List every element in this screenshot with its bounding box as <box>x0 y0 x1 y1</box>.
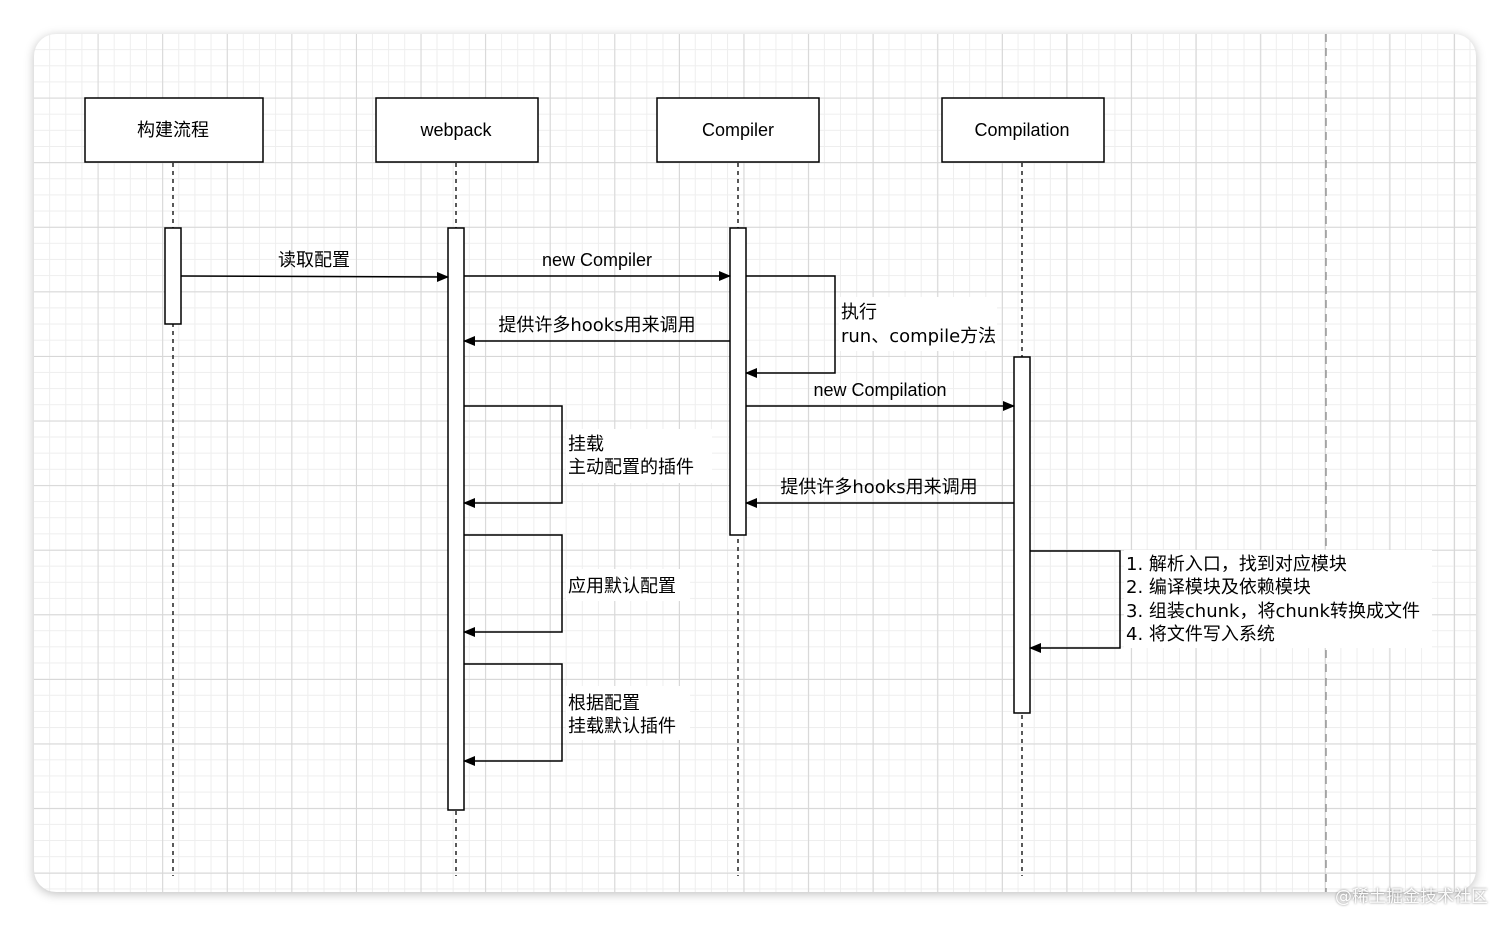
label-step-1: 1. 解析入口，找到对应模块 <box>1126 554 1347 575</box>
participant-label-build-process: 构建流程 <box>137 120 209 141</box>
arrow-self-apply-default <box>463 534 563 637</box>
activation-compiler <box>729 227 747 536</box>
label-bg-exec <box>839 297 997 351</box>
label-provide-hooks-1: 提供许多hooks用来调用 <box>498 315 695 336</box>
label-mount-line2: 主动配置的插件 <box>568 457 694 478</box>
label-mount-line1: 挂载 <box>568 434 604 455</box>
label-step-4: 4. 将文件写入系统 <box>1126 624 1275 645</box>
arrow-read-config <box>180 271 449 282</box>
participant-label-compiler: Compiler <box>702 120 774 140</box>
arrow-self-steps <box>1029 550 1121 653</box>
label-bg-steps <box>1124 550 1432 648</box>
label-new-compiler: new Compiler <box>542 250 652 270</box>
label-new-compilation: new Compilation <box>813 380 946 400</box>
label-default-plugins-line1: 根据配置 <box>568 693 640 714</box>
label-step-2: 2. 编译模块及依赖模块 <box>1126 577 1311 598</box>
participant-box-build-process <box>84 97 264 163</box>
participant-box-compilation <box>941 97 1105 163</box>
arrow-self-exec <box>745 275 836 378</box>
label-default-plugins-line2: 挂载默认插件 <box>568 716 676 737</box>
participant-label-compilation: Compilation <box>974 120 1069 140</box>
label-provide-hooks-2: 提供许多hooks用来调用 <box>780 477 977 498</box>
label-exec-line1: 执行 <box>841 302 877 323</box>
diagram-canvas: 构建流程 webpack Compiler Compilation 读取配置 n… <box>34 34 1476 892</box>
sequence-diagram: 构建流程 webpack Compiler Compilation 读取配置 n… <box>84 34 1432 892</box>
label-bg-apply-default <box>566 569 690 601</box>
participant-box-webpack <box>375 97 539 163</box>
arrow-self-default-plugins <box>463 663 563 766</box>
label-apply-default: 应用默认配置 <box>568 576 676 597</box>
label-bg-mount <box>566 429 712 483</box>
activation-compilation <box>1013 356 1031 714</box>
label-step-3: 3. 组装chunk，将chunk转换成文件 <box>1126 601 1420 622</box>
participant-box-compiler <box>656 97 820 163</box>
activation-webpack <box>447 227 465 811</box>
label-exec-line2: run、compile方法 <box>841 326 996 347</box>
activation-build-process <box>164 227 182 325</box>
arrow-self-mount <box>463 405 563 508</box>
label-bg-default-plugins <box>566 686 690 740</box>
watermark: @稀土掘金技术社区 <box>1335 887 1488 907</box>
label-read-config: 读取配置 <box>278 250 350 271</box>
participant-label-webpack: webpack <box>419 120 492 140</box>
